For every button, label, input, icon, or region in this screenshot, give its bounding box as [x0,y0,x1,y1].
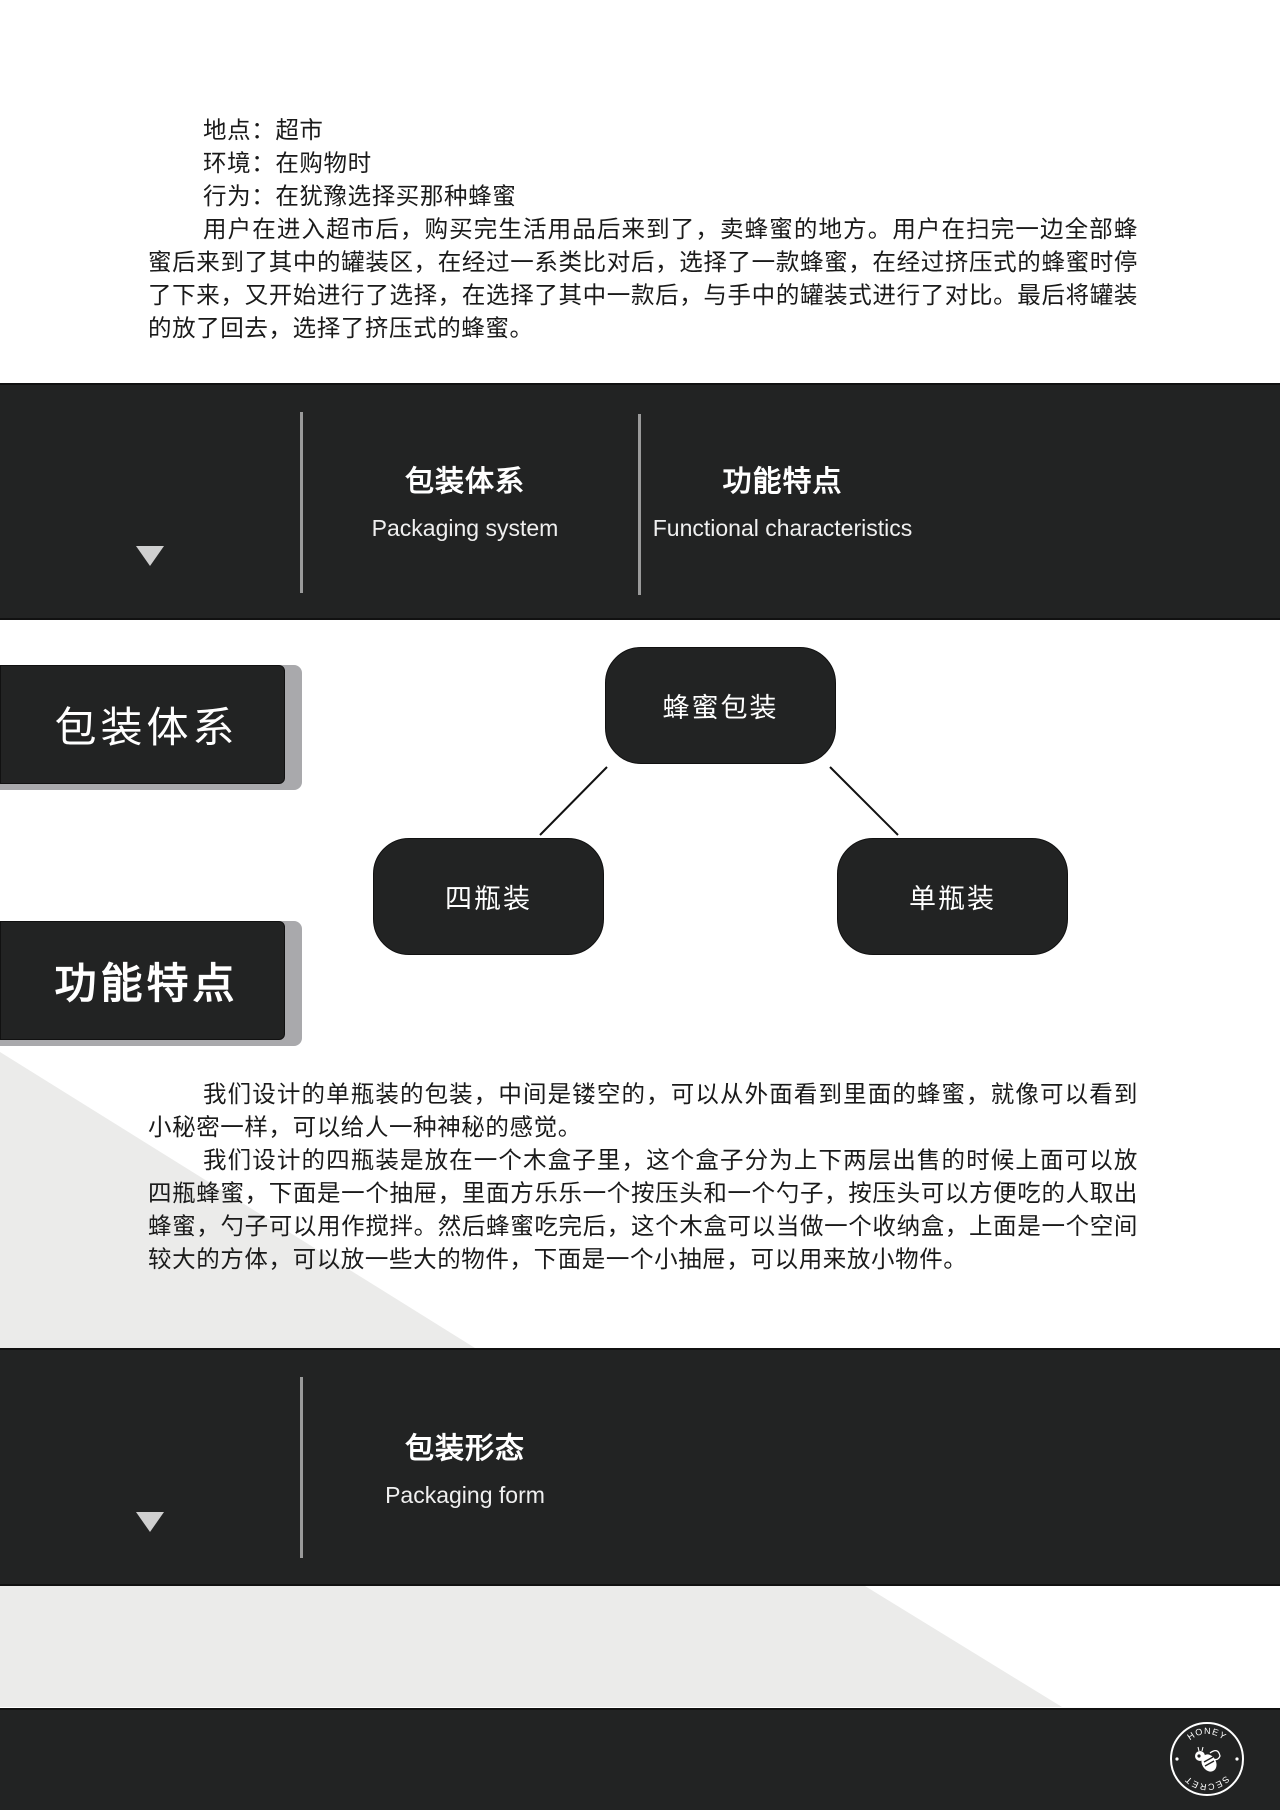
location-label: 地点： [203,116,276,144]
nav-packaging-system[interactable]: 包装体系 Packaging system [330,463,600,543]
label-text: 包装体系 [0,665,285,784]
features-section: 我们设计的单瓶装的包装，中间是镂空的，可以从外面看到里面的蜂蜜，就像可以看到小秘… [148,1078,1138,1276]
location-line: 地点：超市 [148,114,1138,147]
nav-functional-characteristics[interactable]: 功能特点 Functional characteristics [640,463,925,543]
nav-packaging-form[interactable]: 包装形态 Packaging form [330,1430,600,1510]
scenario-paragraph: 用户在进入超市后，购买完生活用品后来到了，卖蜂蜜的地方。用户在扫完一边全部蜂蜜后… [148,215,1138,342]
bee-icon [1195,1746,1221,1772]
divider [300,412,303,593]
environment-line: 环境：在购物时 [148,147,1138,180]
svg-text:SECRET: SECRET [1183,1774,1232,1792]
behavior-line: 行为：在犹豫选择买那种蜂蜜 [148,180,1138,213]
four-bottle-paragraph: 我们设计的四瓶装是放在一个木盒子里，这个盒子分为上下两层出售的时候上面可以放四瓶… [148,1146,1138,1273]
nav-title-cn: 功能特点 [722,464,843,498]
location-value: 超市 [275,116,324,144]
node-honey-packaging: 蜂蜜包装 [605,647,836,764]
nav-title-cn: 包装体系 [404,464,525,498]
intro-section: 地点：超市 环境：在购物时 行为：在犹豫选择买那种蜂蜜 用户在进入超市后，购买完… [148,114,1138,345]
environment-value: 在购物时 [275,149,372,177]
nav-title-en: Packaging form [385,1482,545,1508]
triangle-down-icon[interactable] [136,546,164,566]
footer [0,1708,1280,1810]
divider [300,1377,303,1558]
behavior-value: 在犹豫选择买那种蜂蜜 [275,182,517,210]
environment-label: 环境： [203,149,276,177]
single-bottle-paragraph: 我们设计的单瓶装的包装，中间是镂空的，可以从外面看到里面的蜂蜜，就像可以看到小秘… [148,1080,1138,1141]
node-four-bottle: 四瓶装 [373,838,604,955]
honey-secret-logo: HONEY SECRET [1170,1722,1244,1796]
svg-text:HONEY: HONEY [1185,1726,1228,1742]
triangle-down-icon[interactable] [136,1512,164,1532]
section-nav-band-2: 包装形态 Packaging form [0,1348,1280,1586]
node-single-bottle: 单瓶装 [837,838,1068,955]
behavior-label: 行为： [203,182,276,210]
divider [638,414,641,595]
nav-title-cn: 包装形态 [404,1431,525,1465]
nav-title-en: Packaging system [371,515,559,541]
label-text: 功能特点 [0,921,285,1040]
section-nav-band-1: 包装体系 Packaging system 功能特点 Functional ch… [0,383,1280,620]
nav-title-en: Functional characteristics [652,515,913,541]
